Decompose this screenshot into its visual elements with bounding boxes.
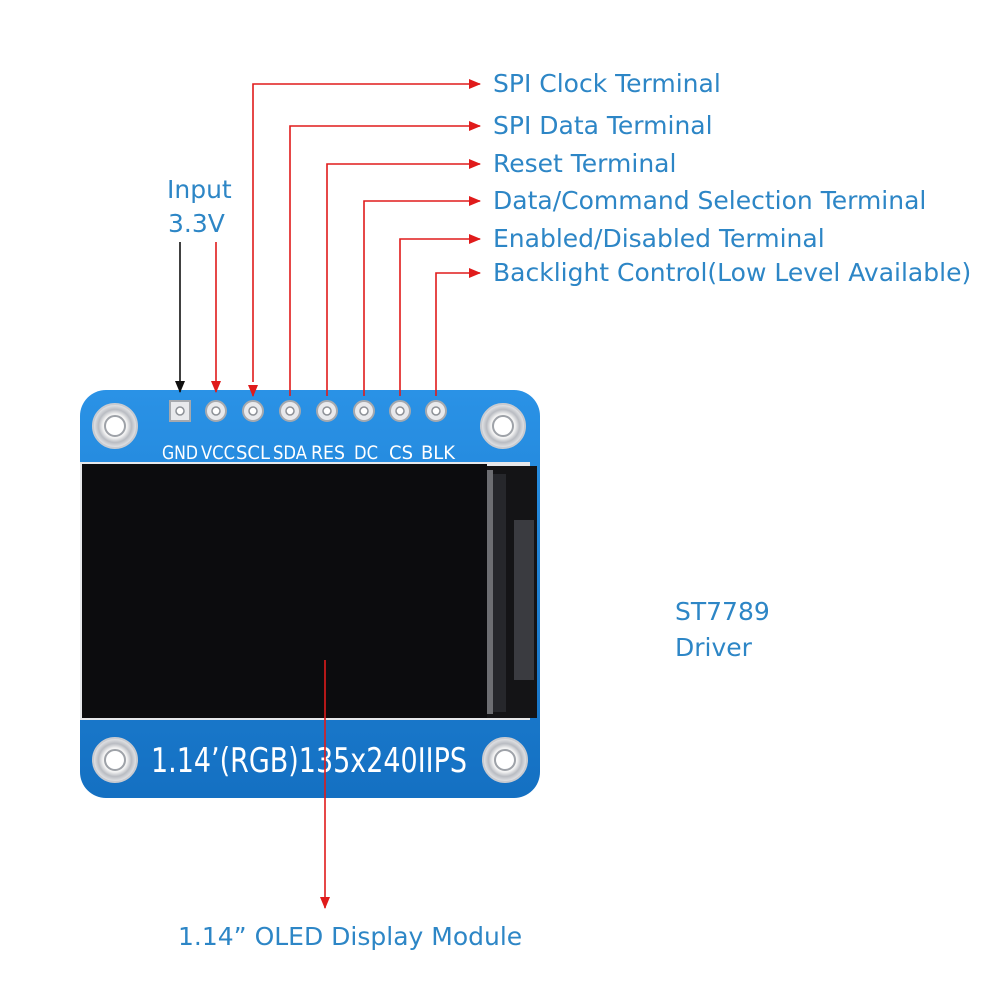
label-reset: Reset Terminal [493, 149, 677, 178]
label-spi-clock: SPI Clock Terminal [493, 69, 721, 98]
pin-label: CS [389, 442, 413, 464]
pin-label: SCL [236, 442, 270, 464]
label-driver-chip: ST7789 [675, 597, 770, 626]
label-module: 1.14” OLED Display Module [178, 922, 523, 951]
arrow-sda [289, 121, 481, 396]
label-enable: Enabled/Disabled Terminal [493, 224, 825, 253]
label-driver: Driver [675, 633, 752, 662]
label-data-command: Data/Command Selection Terminal [493, 186, 927, 215]
pcb-board: GND VCC SCL SDA RES DC CS BLK 1.14’(RGB)… [80, 390, 540, 798]
arrow-blk [435, 268, 481, 396]
arrow-dc [363, 196, 481, 396]
arrow-cs [399, 234, 481, 396]
header-pads [169, 400, 447, 422]
pin-label: SDA [273, 442, 307, 464]
pin-label: RES [311, 442, 345, 464]
label-input: Input [167, 175, 232, 204]
arrow-scl [252, 79, 481, 382]
pin-silkscreen: GND VCC SCL SDA RES DC CS BLK [162, 442, 455, 464]
callout-arrows [211, 79, 481, 909]
label-spi-data: SPI Data Terminal [493, 111, 713, 140]
display-screen [82, 464, 487, 718]
pin-label: VCC [201, 442, 235, 464]
pin-label: GND [162, 442, 198, 464]
board-silkscreen: 1.14’(RGB)135x240IIPS [151, 741, 467, 781]
label-input-voltage: 3.3V [168, 209, 225, 238]
label-backlight: Backlight Control(Low Level Available) [493, 258, 972, 287]
pin-label: DC [354, 442, 378, 464]
pin-label: BLK [421, 442, 455, 464]
arrow-res [326, 159, 481, 396]
